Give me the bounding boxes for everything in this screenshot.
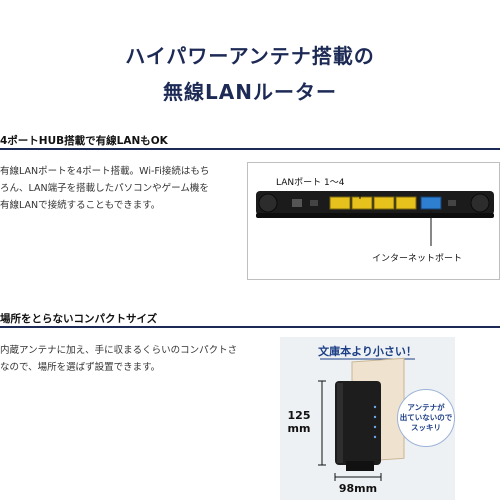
compact-heading: 文庫本より小さい！ (318, 345, 417, 358)
router-foot-left (258, 193, 278, 213)
led-indicator (373, 405, 377, 409)
lan-port-4 (395, 196, 417, 210)
height-label: 125 mm (282, 409, 316, 435)
body-line: 有線LANポートを4ポート搭載。Wi-Fi接続はもち (0, 166, 210, 177)
width-label: 98mm (338, 482, 378, 495)
body-line: なので、場所を選ばず設置できます。 (0, 362, 161, 373)
section-divider (0, 326, 500, 328)
router-base (256, 213, 494, 218)
lan-port-label: LANポート 1〜4 (276, 178, 345, 188)
section-divider (0, 148, 500, 150)
led-indicator (373, 425, 377, 429)
section-title-hub: 4ポートHUB搭載で有線LANもOK (0, 135, 168, 147)
router-rear-photo: LANポート 1〜4 インターネットポート (247, 162, 500, 280)
power-port (292, 199, 302, 207)
hero-title-line-1: ハイパワーアンテナ搭載の (125, 44, 375, 68)
height-unit: mm (287, 422, 311, 435)
internet-port-label: インターネットポート (372, 254, 463, 264)
section-title-compact: 場所をとらないコンパクトサイズ (0, 313, 158, 325)
body-line: 有線LANで接続することもできます。 (0, 200, 161, 211)
router-front (335, 381, 381, 465)
compact-illustration (318, 357, 415, 481)
router-stand (346, 461, 374, 471)
lan-port-3 (373, 196, 395, 210)
section-body-hub: 有線LANポートを4ポート搭載。Wi-Fi接続はもち ろん、LAN端子を搭載した… (0, 163, 209, 214)
reset-button-graphic (448, 200, 456, 206)
router-foot-right (470, 193, 490, 213)
led-indicator (373, 435, 377, 439)
section-body-compact: 内蔵アンテナに加え、手に収まるくらいのコンパクトさ なので、場所を選ばず設置でき… (0, 342, 237, 376)
small-port (310, 200, 318, 206)
body-line: 内蔵アンテナに加え、手に収まるくらいのコンパクトさ (0, 345, 238, 356)
lan-port-2 (351, 196, 373, 210)
antenna-callout: アンテナが 出ていないので スッキリ (397, 389, 455, 447)
router-rear-illustration (256, 191, 494, 246)
body-line: ろん、LAN端子を搭載したパソコンやゲーム機を (0, 183, 209, 194)
callout-line: 出ていないので (399, 413, 453, 422)
callout-line: スッキリ (411, 423, 441, 432)
router-edge (337, 383, 343, 463)
led-indicator (373, 415, 377, 419)
internet-port (420, 196, 442, 210)
callout-line: アンテナが (407, 403, 445, 412)
compact-size-panel: 文庫本より小さい！ 125 mm 98mm アンテナが 出ていないので スッキリ (280, 337, 455, 500)
height-value: 125 (287, 409, 311, 422)
lan-port-1 (329, 196, 351, 210)
hero-title-line-2: 無線LANルーター (163, 80, 337, 104)
